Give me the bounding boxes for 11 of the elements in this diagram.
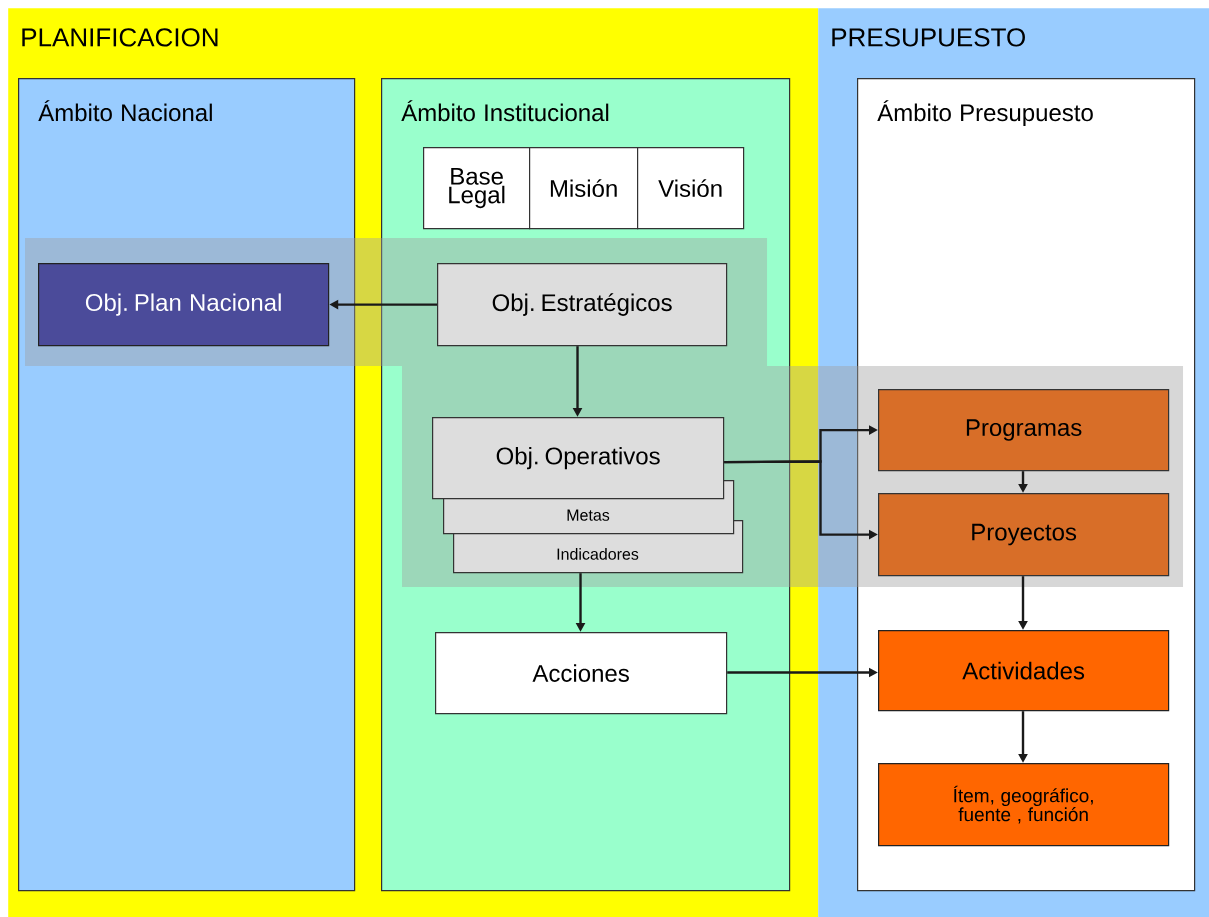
- process-box: Proyectos: [878, 492, 1170, 577]
- process-box: Obj. Operativos: [432, 417, 725, 500]
- process-box: Acciones: [435, 632, 728, 715]
- process-box: Obj. Plan Nacional: [38, 262, 330, 347]
- table-cell: Misión: [529, 147, 639, 230]
- table-cell: Visión: [637, 147, 745, 230]
- process-box: Obj. Estratégicos: [437, 262, 728, 347]
- table-cell: Base Legal: [423, 147, 531, 230]
- process-box: Ítem, geográfico, fuente , función: [878, 763, 1170, 847]
- process-box: Actividades: [878, 630, 1170, 712]
- process-box: Programas: [878, 388, 1170, 472]
